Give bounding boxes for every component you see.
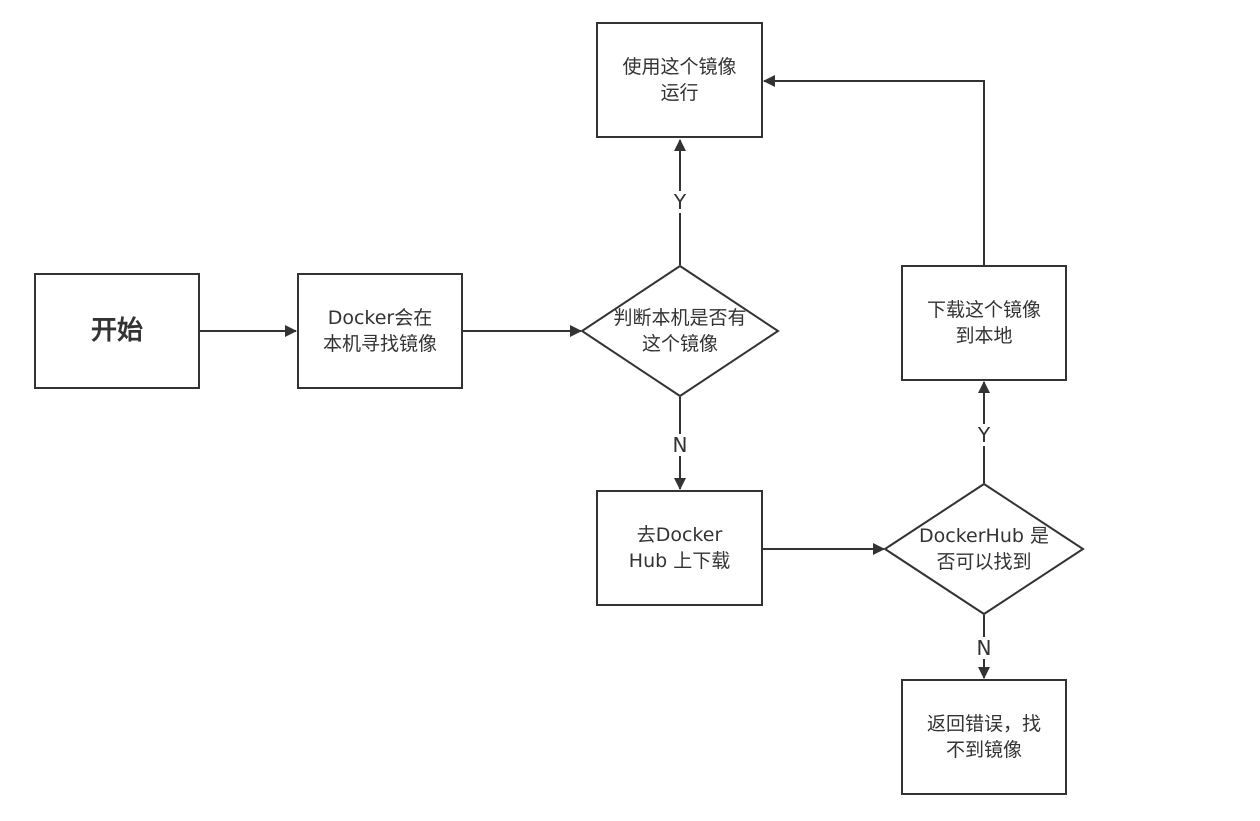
edge-download-to-run xyxy=(763,75,985,265)
run-image-node: 使用这个镜像 运行 xyxy=(596,22,763,138)
download-hub-node: 去Docker Hub 上下载 xyxy=(596,490,763,606)
decision-diamond-local xyxy=(580,264,780,398)
decision-diamond-hub xyxy=(883,482,1085,616)
decision-local-label: 判断本机是否有 这个镜像 xyxy=(613,307,747,355)
edge-label-hub-yes: Y xyxy=(974,424,994,446)
search-local-node: Docker会在 本机寻找镜像 xyxy=(297,273,463,389)
start-node: 开始 xyxy=(34,273,200,389)
return-error-node: 返回错误，找 不到镜像 xyxy=(901,679,1067,795)
edge-label-local-no: N xyxy=(670,434,690,456)
edge-label-hub-no: N xyxy=(974,637,994,659)
download-local-node: 下载这个镜像 到本地 xyxy=(901,265,1067,381)
decision-hub-label: DockerHub 是 否可以找到 xyxy=(919,525,1049,573)
edge-label-local-yes: Y xyxy=(670,191,690,213)
